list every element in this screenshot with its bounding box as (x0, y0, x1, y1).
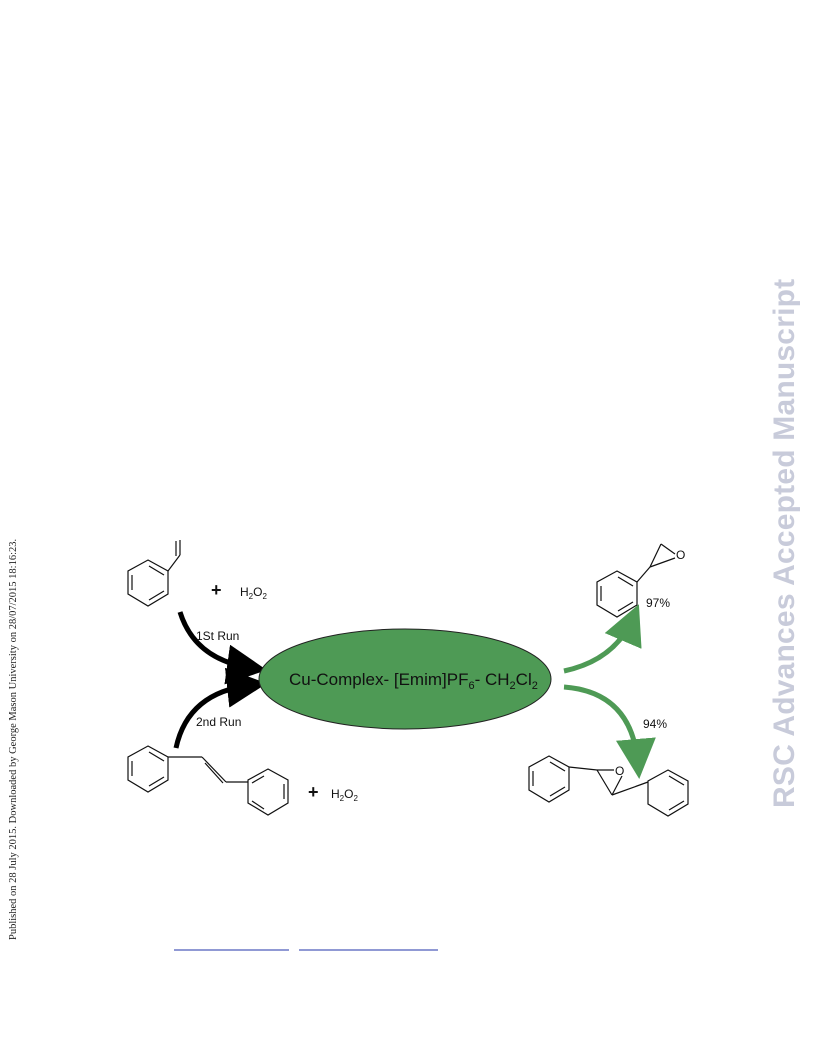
run-1-arrow (177, 611, 267, 685)
styrene-oxide-structure: O (596, 543, 685, 618)
run-2-label: 2nd Run (196, 715, 241, 729)
styrene-structure (127, 540, 181, 607)
h2o2-label: H2O2 (240, 585, 267, 601)
run-1-label: 1St Run (196, 629, 239, 643)
yield-1-label: 97% (646, 596, 670, 610)
epoxide-oxygen: O (615, 764, 624, 778)
product-2-arrow (563, 684, 656, 779)
plus-sign: + (211, 580, 222, 600)
catalyst-ellipse (258, 628, 552, 730)
product-1-arrow (563, 604, 642, 674)
yield-2-label: 94% (643, 717, 667, 731)
plus-sign: + (308, 782, 319, 802)
catalyst-label: Cu-Complex- [Emim]PF6- CH2Cl2 (289, 670, 538, 692)
epoxide-oxygen: O (676, 548, 685, 562)
run-2-arrow (173, 667, 267, 749)
reagent-2: + H2O2 (308, 782, 358, 803)
h2o2-label: H2O2 (331, 787, 358, 803)
stilbene-structure (127, 745, 289, 816)
reagent-1: + H2O2 (211, 580, 267, 601)
stilbene-oxide-structure: O (528, 755, 689, 817)
